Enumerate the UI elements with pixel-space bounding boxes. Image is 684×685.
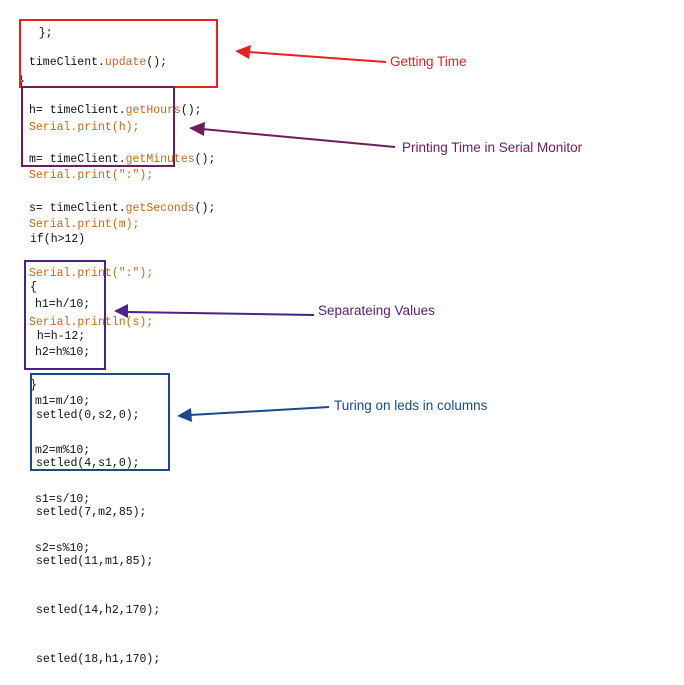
highlight-box-serial — [21, 86, 175, 167]
label-separating-values: Separateing Values — [318, 303, 435, 318]
code-line: h1=h/10; — [35, 297, 91, 311]
code-line: m= timeClient.getMinutes(); — [29, 153, 216, 167]
code-line: } — [30, 379, 37, 393]
code-line: s= timeClient.getSeconds(); — [29, 202, 216, 216]
arrow-separating — [114, 304, 315, 318]
code-line: setled(14,h2,170); — [36, 604, 161, 618]
label-turing-on-leds: Turing on leds in columns — [334, 398, 488, 413]
code-line: h= timeClient.getHours(); — [29, 104, 202, 118]
label-printing-time: Printing Time in Serial Monitor — [402, 140, 583, 155]
annotation-arrows — [114, 45, 396, 422]
arrow-printing-time — [189, 122, 396, 148]
arrow-turing-on — [177, 406, 330, 422]
arrow-getting-time — [235, 45, 387, 63]
code-block-serial: Serial.print(h); Serial.print(":"); Seri… — [29, 87, 153, 348]
code-line: m1=m/10; — [35, 395, 91, 409]
code-line: Serial.print(":"); — [29, 169, 154, 183]
code-line: setled(7,m2,85); — [36, 506, 147, 520]
code-line: { — [30, 281, 37, 295]
highlight-box-separate — [24, 260, 106, 370]
code-line: Serial.print(":"); — [29, 267, 154, 281]
highlight-box-setled — [30, 373, 170, 471]
code-line: setled(11,m1,85); — [36, 555, 154, 569]
code-line: setled(18,h1,170); — [36, 653, 161, 667]
code-line: m2=m%10; — [35, 444, 91, 458]
code-line: setled(0,s2,0); — [36, 408, 140, 422]
code-fragment-top: }; } — [18, 0, 53, 107]
code-line: if(h>12) — [30, 232, 86, 246]
code-line: } — [18, 75, 25, 89]
code-line: h=h-12; — [30, 330, 86, 344]
code-line: Serial.print(h); — [29, 120, 140, 134]
code-block-if: if(h>12) { h=h-12; } — [30, 199, 85, 411]
label-getting-time: Getting Time — [390, 54, 467, 69]
code-line: timeClient.update(); — [29, 55, 168, 69]
code-line: h2=h%10; — [35, 346, 91, 360]
code-line: setled(4,s1,0); — [36, 457, 140, 471]
code-line: }; — [18, 26, 53, 40]
code-line: Serial.print(m); — [29, 218, 140, 232]
code-line: Serial.println(s); — [29, 316, 154, 330]
code-block-time: timeClient.update(); h= timeClient.getHo… — [29, 22, 215, 234]
